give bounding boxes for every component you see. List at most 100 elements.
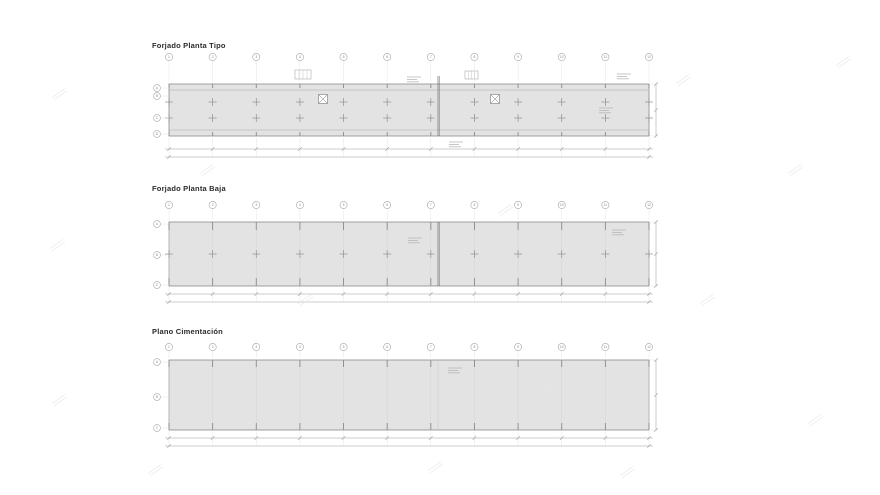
grid-bubble-col-label: 2 bbox=[212, 55, 214, 59]
grid-bubble-col bbox=[557, 53, 566, 61]
grid-bubble-col-label: 10 bbox=[560, 345, 564, 349]
grid-bubble-row-label: B bbox=[156, 395, 158, 399]
grid-bubble-col-label: 7 bbox=[430, 55, 432, 59]
watermark-mark bbox=[619, 465, 637, 480]
annotation-text bbox=[408, 237, 422, 244]
column-cross bbox=[295, 114, 304, 122]
column-cross bbox=[295, 98, 304, 106]
watermark-mark bbox=[51, 87, 69, 102]
watermark-mark bbox=[835, 55, 853, 70]
grid-bubble-col bbox=[514, 53, 522, 61]
grid-bubble-col-label: 5 bbox=[343, 55, 345, 59]
grid-bubble-row-label: A bbox=[156, 222, 159, 226]
grid-bubble-row-label: A bbox=[156, 360, 159, 364]
watermark-mark bbox=[675, 73, 693, 88]
grid-bubble-col bbox=[208, 53, 217, 61]
grid-bubble-col bbox=[601, 201, 610, 209]
grid-bubble-row bbox=[153, 220, 161, 228]
column-cross bbox=[208, 114, 217, 122]
annotation-text bbox=[448, 367, 462, 374]
grid-bubble-col bbox=[252, 201, 261, 209]
grid-bubble-col bbox=[165, 53, 173, 61]
grid-bubble-col-label: 11 bbox=[604, 345, 608, 349]
grid-bubble-col bbox=[557, 343, 566, 351]
grid-bubble-col-label: 12 bbox=[647, 345, 651, 349]
column-cross bbox=[383, 98, 392, 106]
grid-bubble-row-label: B bbox=[156, 253, 158, 257]
watermark-mark bbox=[51, 393, 69, 408]
grid-bubble-col-label: 7 bbox=[430, 345, 432, 349]
grid-bubble-col-label: 1 bbox=[168, 55, 170, 59]
grid-bubble-row bbox=[153, 281, 161, 289]
plan-title-planta-tipo: Forjado Planta Tipo bbox=[152, 41, 226, 50]
grid-bubble-col-label: 3 bbox=[255, 345, 257, 349]
grid-bubble-col-label: 7 bbox=[430, 203, 432, 207]
column-cross bbox=[339, 114, 348, 122]
column-cross bbox=[295, 250, 304, 258]
annotation-text bbox=[617, 73, 631, 80]
column-cross bbox=[557, 98, 566, 106]
grid-bubble-col bbox=[208, 343, 217, 351]
grid-bubble-col bbox=[426, 201, 435, 209]
grid-bubble-row bbox=[153, 393, 161, 401]
column-cross bbox=[339, 98, 348, 106]
column-cross bbox=[252, 98, 261, 106]
grid-bubble-col-label: 1 bbox=[168, 345, 170, 349]
plan-title-planta-baja: Forjado Planta Baja bbox=[152, 184, 226, 193]
grid-bubble-col-label: 6 bbox=[386, 345, 388, 349]
grid-bubble-col bbox=[426, 53, 435, 61]
grid-bubble-col bbox=[339, 201, 348, 209]
grid-bubble-row bbox=[153, 251, 161, 259]
grid-bubble-row bbox=[153, 84, 161, 92]
column-cross bbox=[252, 114, 261, 122]
column-cross bbox=[601, 250, 610, 258]
column-cross bbox=[165, 98, 173, 106]
plan-title-cimentacion: Plano Cimentación bbox=[152, 327, 223, 336]
grid-bubble-col bbox=[470, 343, 479, 351]
grid-bubble-col-label: 2 bbox=[212, 345, 214, 349]
column-cross bbox=[383, 250, 392, 258]
grid-bubble-col bbox=[296, 53, 304, 61]
grid-bubble-col-label: 11 bbox=[604, 55, 608, 59]
grid-bubble-col bbox=[296, 343, 304, 351]
column-cross bbox=[165, 250, 173, 258]
watermark-mark bbox=[699, 293, 717, 308]
slab-outline bbox=[168, 221, 650, 287]
grid-bubble-col-label: 8 bbox=[474, 345, 476, 349]
grid-bubble-col bbox=[252, 53, 261, 61]
column-cross bbox=[426, 250, 435, 258]
column-cross bbox=[601, 98, 610, 106]
grid-bubble-col bbox=[645, 53, 653, 61]
grid-bubble-col bbox=[208, 201, 217, 209]
grid-bubble-row bbox=[153, 358, 161, 366]
grid-bubble-row-label: C bbox=[156, 116, 159, 120]
grid-bubble-col-label: 1 bbox=[168, 203, 170, 207]
grid-bubble-col-label: 12 bbox=[647, 203, 651, 207]
watermark-mark bbox=[49, 238, 67, 253]
column-cross bbox=[601, 114, 610, 122]
column-cross bbox=[557, 114, 566, 122]
column-cross bbox=[426, 114, 435, 122]
column-cross bbox=[645, 98, 653, 106]
annotation-text bbox=[407, 76, 421, 83]
grid-bubble-col-label: 4 bbox=[299, 55, 301, 59]
grid-bubble-col-label: 8 bbox=[474, 203, 476, 207]
watermark-mark bbox=[147, 463, 165, 478]
grid-bubble-col bbox=[426, 343, 435, 351]
grid-bubble-col-label: 11 bbox=[604, 203, 608, 207]
grid-bubble-row-label: B bbox=[156, 94, 158, 98]
column-cross bbox=[557, 250, 566, 258]
column-cross bbox=[470, 98, 479, 106]
grid-bubble-col bbox=[645, 201, 653, 209]
grid-bubble-col bbox=[383, 201, 392, 209]
annotation-text bbox=[612, 229, 626, 236]
grid-bubble-col-label: 9 bbox=[517, 345, 519, 349]
slab-outline bbox=[168, 359, 650, 431]
grid-bubble-col-label: 5 bbox=[343, 345, 345, 349]
watermark-mark bbox=[787, 163, 805, 178]
grid-bubble-row bbox=[153, 114, 161, 122]
grid-bubble-col bbox=[470, 201, 479, 209]
grid-bubble-col-label: 4 bbox=[299, 203, 301, 207]
